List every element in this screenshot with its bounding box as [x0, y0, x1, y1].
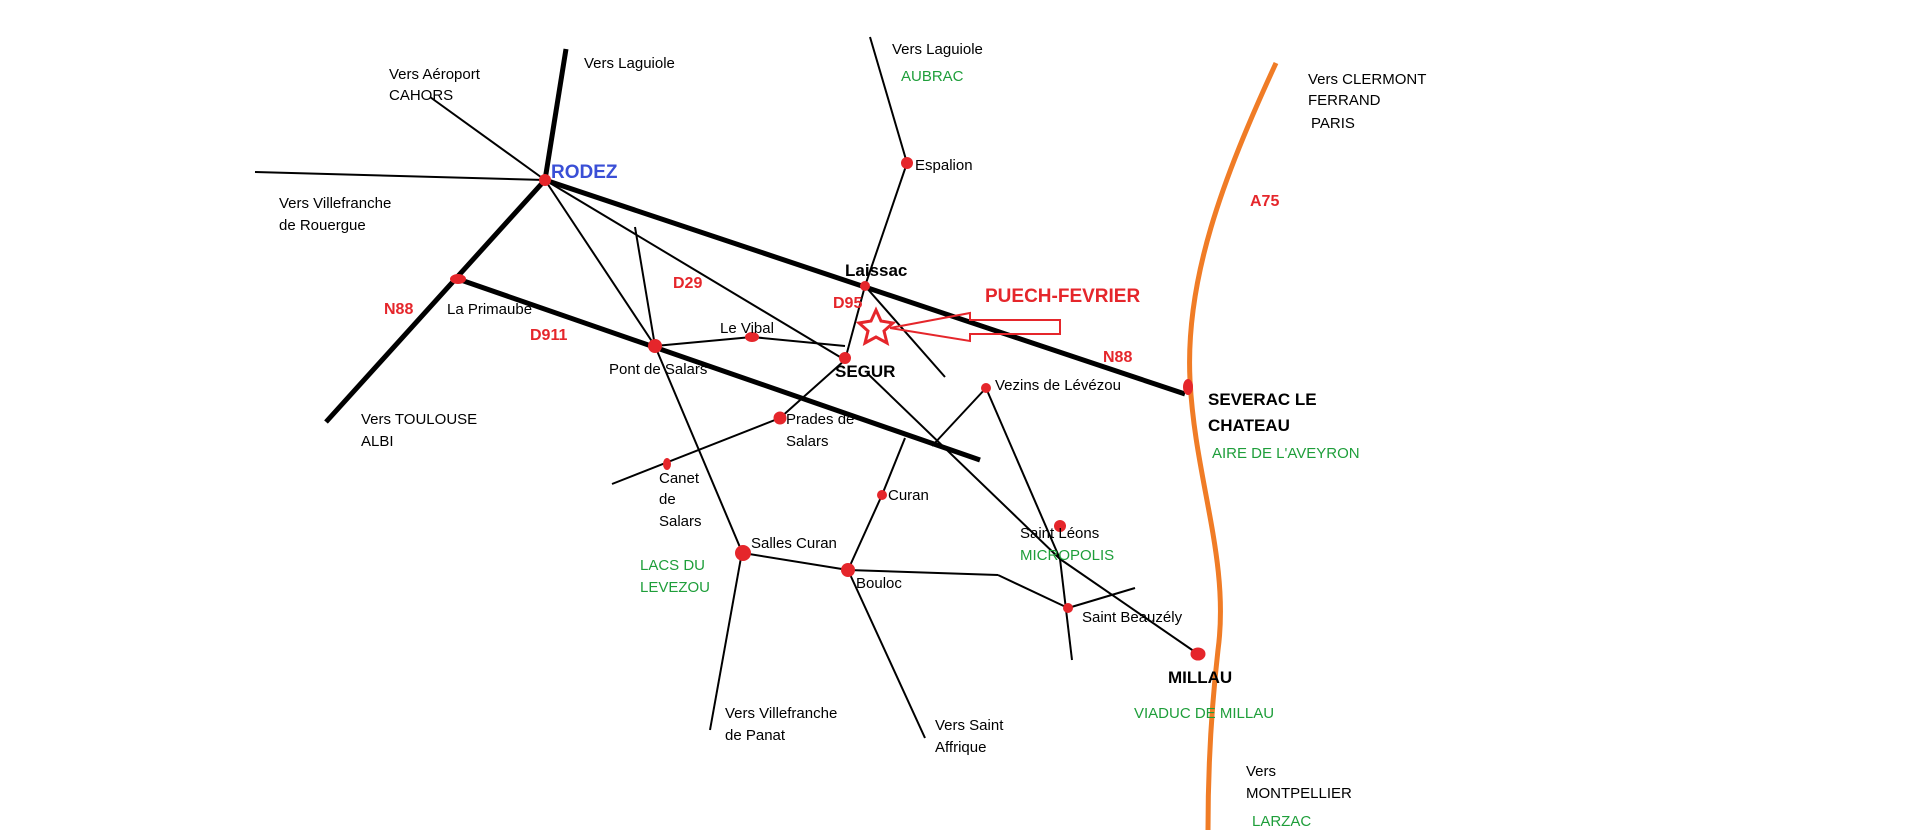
puech-fevrier-marker [855, 306, 1061, 346]
secondary-roads [254, 36, 1199, 739]
poi-lacs-1: LACS DU [640, 557, 705, 574]
dir-albi: ALBI [361, 433, 394, 450]
dir-villefranche-r: Vers Villefranche [279, 195, 391, 212]
saint-leons-dot [1054, 520, 1066, 532]
star-marker-icon [855, 306, 897, 346]
city-severac-2: CHATEAU [1208, 416, 1290, 435]
town-canet-2: de [659, 491, 676, 508]
direction-labels: Vers Laguiole Vers Aéroport CAHORS Vers … [279, 41, 1426, 802]
dir-villefranche-p: Vers Villefranche [725, 705, 837, 722]
dir-paris: PARIS [1311, 115, 1355, 132]
town-canet-3: Salars [659, 513, 702, 530]
town-canet-1: Canet [659, 470, 700, 487]
poi-labels: AUBRAC AIRE DE L'AVEYRON LACS DU LEVEZOU… [640, 68, 1360, 830]
poi-micropolis: MICROPOLIS [1020, 547, 1114, 564]
canet-dot [663, 458, 671, 470]
town-vezins: Vezins de Lévézou [995, 377, 1121, 394]
town-saint-beauzely: Saint Beauzély [1082, 609, 1183, 626]
city-severac-1: SEVERAC LE [1208, 390, 1317, 409]
road-n88-e: N88 [1103, 349, 1132, 366]
poi-larzac: LARZAC [1252, 813, 1311, 830]
dir-montpellier: MONTPELLIER [1246, 785, 1352, 802]
town-salles-curan: Salles Curan [751, 535, 837, 552]
town-pont-de-salars: Pont de Salars [609, 361, 707, 378]
poi-viaduc: VIADUC DE MILLAU [1134, 705, 1274, 722]
curan-dot [877, 490, 887, 500]
road-n88-w: N88 [384, 301, 413, 318]
dir-laguiole-e: Vers Laguiole [892, 41, 983, 58]
town-prades-2: Salars [786, 433, 829, 450]
poi-aire-aveyron: AIRE DE L'AVEYRON [1212, 445, 1360, 462]
segur-dot [839, 352, 851, 364]
severac-dot [1183, 379, 1193, 395]
town-saint-leons: Saint Léons [1020, 525, 1099, 542]
road-d29: D29 [673, 275, 702, 292]
town-dots [450, 157, 1206, 661]
city-millau: MILLAU [1168, 668, 1232, 687]
salles-curan-dot [735, 545, 751, 561]
arrow-icon [889, 311, 1061, 343]
rodez-dot [539, 174, 551, 186]
vezins-dot [981, 383, 991, 393]
dir-st-affrique: Vers Saint [935, 717, 1004, 734]
poi-lacs-2: LEVEZOU [640, 579, 710, 596]
dir-cahors: CAHORS [389, 87, 453, 104]
poi-aubrac: AUBRAC [901, 68, 964, 85]
road-a75: A75 [1250, 193, 1279, 210]
road-d95: D95 [833, 295, 862, 312]
dir-clermont: Vers CLERMONT [1308, 71, 1426, 88]
millau-dot [1190, 647, 1206, 661]
dir-panat: de Panat [725, 727, 786, 744]
town-la-primaube: La Primaube [447, 301, 532, 318]
dir-affrique: Affrique [935, 739, 986, 756]
espalion-dot [901, 157, 913, 169]
road-d911: D911 [530, 327, 567, 344]
dir-ferrand: FERRAND [1308, 92, 1381, 109]
town-prades-1: Prades de [786, 411, 854, 428]
city-laissac: Laissac [845, 261, 907, 280]
dir-vers-montpellier: Vers [1246, 763, 1276, 780]
road-number-labels: N88 D911 D29 D95 N88 A75 [384, 193, 1279, 366]
pont-de-salars-dot [648, 339, 662, 353]
town-bouloc: Bouloc [856, 575, 902, 592]
le-vibal-dot [745, 332, 759, 342]
town-espalion: Espalion [915, 157, 973, 174]
prades-dot [773, 411, 787, 425]
la-primaube-dot [450, 274, 466, 284]
dir-aeroport: Vers Aéroport [389, 66, 481, 83]
laissac-dot [860, 281, 870, 291]
dir-laguiole-w: Vers Laguiole [584, 55, 675, 72]
main-roads [324, 48, 1186, 463]
bouloc-dot [841, 563, 855, 577]
town-le-vibal: Le Vibal [720, 320, 774, 337]
city-segur: SEGUR [835, 362, 895, 381]
town-labels: RODEZ Espalion Laissac La Primaube Le Vi… [447, 157, 1317, 687]
dir-rouergue: de Rouergue [279, 217, 366, 234]
saint-beauzely-dot [1063, 603, 1073, 613]
town-curan: Curan [888, 487, 929, 504]
a75-motorway [1187, 61, 1279, 830]
dir-toulouse: Vers TOULOUSE [361, 411, 477, 428]
city-rodez: RODEZ [551, 162, 618, 183]
marker-label: PUECH-FEVRIER [985, 286, 1140, 307]
